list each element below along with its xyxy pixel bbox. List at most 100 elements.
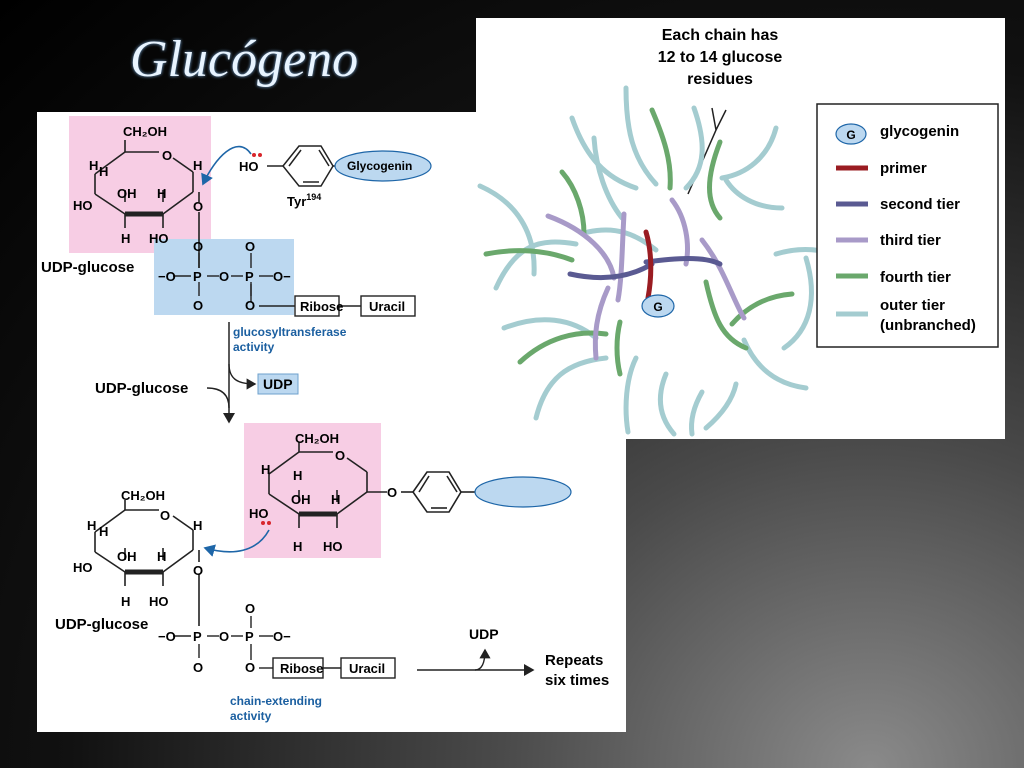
- ring3-glycosidic-o: O: [193, 563, 203, 578]
- p2b-right-o: O−: [273, 629, 291, 644]
- ring3-h-c4: H: [99, 524, 108, 539]
- udp-glucose-label-1: UDP-glucose: [41, 259, 134, 276]
- diphosphate-2: [173, 616, 341, 669]
- legend-item-second-tier: second tier: [836, 196, 960, 213]
- ring1-h-c2: H: [157, 186, 166, 201]
- ring3-ring-o: O: [160, 508, 170, 523]
- p2b-atom: P: [245, 629, 254, 644]
- pb-bridge-o: O: [219, 629, 229, 644]
- tyr-hydroxyl: HO: [239, 159, 259, 174]
- glucose-highlight-box-2: [244, 423, 381, 558]
- glucosyltransferase-line1: glucosyltransferase: [233, 325, 347, 339]
- ring3-h-c2: H: [157, 549, 166, 564]
- legend-item-primer: primer: [836, 160, 927, 177]
- legend-third-tier-label: third tier: [880, 232, 941, 249]
- ring3-ch2oh: CH₂OH: [121, 488, 165, 503]
- callout-line3: residues: [687, 71, 753, 88]
- ring1-ring-o: O: [162, 148, 172, 163]
- tyr-label: Tyr194: [287, 192, 321, 209]
- ribose-box-2: [272, 657, 324, 679]
- glucosylated-glycogenin: [268, 442, 475, 528]
- callout-line2: 12 to 14 glucose: [658, 49, 783, 66]
- legend-outer-tier-label2: (unbranched): [880, 317, 976, 334]
- glycogenin-label: Glycogenin: [347, 159, 412, 173]
- legend-second-tier-label: second tier: [880, 196, 960, 213]
- uracil-label-2: Uracil: [349, 661, 385, 676]
- lone-pair-dot: [252, 153, 256, 157]
- branching-panel: Each chain has 12 to 14 glucose residues: [476, 18, 1005, 439]
- ring3-h-c3: H: [121, 594, 130, 609]
- tyr-label-text: Tyr: [287, 194, 306, 209]
- legend-fourth-tier-label: fourth tier: [880, 269, 951, 286]
- ring1-ho-c4: HO: [73, 198, 93, 213]
- p1-bottom-o: O: [193, 298, 203, 313]
- udp-release-arrow: [228, 363, 257, 390]
- attack-arrow-1: [201, 145, 252, 186]
- p2-right-o: O−: [273, 269, 291, 284]
- ring1-h-c3: H: [121, 231, 130, 246]
- ribose-box-1: [294, 295, 340, 317]
- udp-product-box: [257, 373, 299, 395]
- ring2-h-c2: H: [331, 492, 340, 507]
- ring2-h-c3: H: [293, 539, 302, 554]
- glycogen-branching-diagram: Each chain has 12 to 14 glucose residues: [477, 27, 999, 437]
- ring1-h-c5: H: [89, 158, 98, 173]
- ring2-ring-o: O: [335, 448, 345, 463]
- p1b-atom: P: [193, 629, 202, 644]
- legend-outer-tier-label: outer tier: [880, 297, 945, 314]
- ring2-oh-c3: OH: [291, 492, 311, 507]
- slide-title: Glucógeno: [130, 31, 359, 88]
- ring2-ho-c4: HO: [249, 506, 269, 521]
- ring1-ho-c2: HO: [149, 231, 169, 246]
- p-bridge-o: O: [219, 269, 229, 284]
- ring2-h-c4: H: [293, 468, 302, 483]
- attack-arrow-2: [203, 529, 270, 557]
- chain-extending-line2: activity: [230, 709, 272, 723]
- diphosphate-1: [173, 253, 361, 307]
- ring1-ch2oh: CH₂OH: [123, 124, 167, 139]
- uracil-box-2: [340, 657, 396, 679]
- second-tier-chains: [567, 256, 723, 281]
- p1-left-o: −O: [158, 269, 176, 284]
- legend-item-glycogenin: G glycogenin: [835, 123, 959, 145]
- glycogenin-protein: [334, 150, 432, 182]
- legend-item-outer-tier: outer tier (unbranched): [836, 297, 976, 334]
- repeats-line2: six times: [545, 672, 609, 689]
- p2b-top-o: O: [245, 601, 255, 616]
- ring3-ho-c4: HO: [73, 560, 93, 575]
- udp-glucose-label-2: UDP-glucose: [55, 616, 148, 633]
- ribose-label-2: Ribose: [280, 661, 323, 676]
- p1b-left-o: −O: [158, 629, 176, 644]
- glucose-highlight-box: [69, 116, 211, 253]
- p2-top-o: O: [245, 239, 255, 254]
- udp-out-arrow: [474, 648, 491, 671]
- legend-glycogenin-icon: [835, 123, 867, 145]
- glycogenin-protein-2: [474, 476, 572, 508]
- tyrosine-ring: [267, 145, 339, 187]
- udp-glucose-molecule-1: [94, 140, 200, 268]
- udp-glucose-input-arrow: [206, 387, 230, 409]
- legend-item-third-tier: third tier: [836, 232, 941, 249]
- tyr-label-sup: 194: [306, 192, 321, 202]
- lone-pair-dot: [261, 521, 265, 525]
- ring2-glycosidic-o: O: [387, 485, 397, 500]
- ring3-h-c1: H: [193, 518, 202, 533]
- uracil-label-1: Uracil: [369, 299, 405, 314]
- p1b-bottom-o: O: [193, 660, 203, 675]
- ring3-oh-c3: OH: [117, 549, 137, 564]
- chain-extending-line1: chain-extending: [230, 694, 322, 708]
- lone-pair-dot: [258, 153, 262, 157]
- p1-top-o: O: [193, 239, 203, 254]
- primer-chain: [643, 229, 654, 301]
- legend-glycogenin-label: glycogenin: [880, 123, 959, 140]
- p2-atom: P: [245, 269, 254, 284]
- ring3-ho-c2: HO: [149, 594, 169, 609]
- repeats-line1: Repeats: [545, 652, 603, 669]
- udp-glucose-input-label: UDP-glucose: [95, 380, 188, 397]
- ring2-ho-c2: HO: [323, 539, 343, 554]
- glycogenin-core-label: G: [653, 300, 662, 314]
- callout-line1: Each chain has: [662, 27, 779, 44]
- uracil-box-1: [360, 295, 416, 317]
- phosphate-highlight-box: [154, 239, 294, 315]
- legend-item-fourth-tier: fourth tier: [836, 269, 951, 286]
